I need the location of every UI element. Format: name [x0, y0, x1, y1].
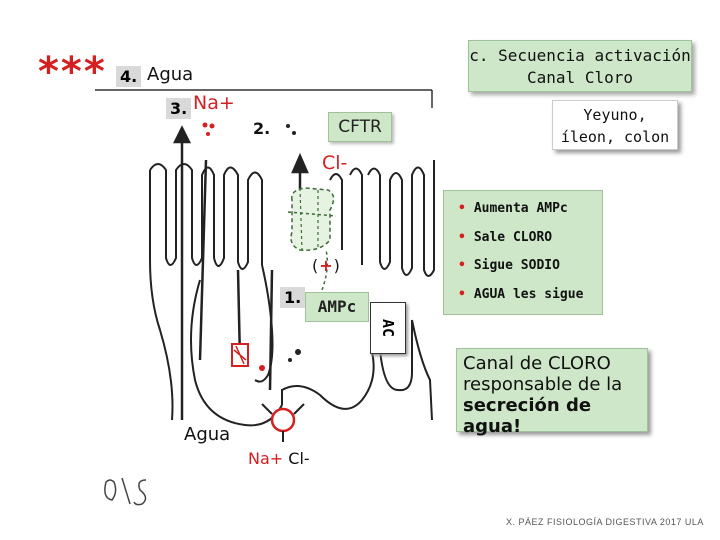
bullet-item: •AGUA les sigue: [458, 286, 584, 302]
cell-membranes: [149, 160, 435, 427]
step1-number: 1.: [280, 287, 306, 308]
bullet-item: •Sale CLORO: [458, 229, 553, 245]
bottom-cl-label: Cl-: [288, 449, 310, 468]
chloride-label: Cl-: [322, 152, 348, 174]
step3-ion-label: Na+: [193, 92, 235, 114]
cftr-channel-shape: [287, 187, 337, 252]
description-box: Canal de CLORO responsable de la secreci…: [456, 348, 648, 437]
slide-title-box: c. Secuencia activación Canal Cloro: [468, 40, 692, 92]
cftr-label: CFTR: [328, 112, 392, 142]
bullet-dot-icon: •: [458, 258, 466, 273]
bottom-water-label: Agua: [184, 424, 231, 445]
ac-label: AC: [379, 318, 397, 338]
importance-stars: ***: [38, 49, 107, 95]
description-line-1: Canal de CLORO: [463, 353, 611, 374]
bullet-item: •Sigue SODIO: [458, 258, 560, 273]
step4-number: 4.: [116, 66, 142, 87]
flow-arrows: [172, 125, 309, 420]
handwritten-mark-icon: [104, 477, 147, 506]
description-line-3: secreción de agua!: [463, 395, 592, 437]
title-line-2: Canal Cloro: [527, 68, 633, 87]
activation-open: (: [312, 256, 320, 275]
pump-icon: [231, 343, 249, 367]
activation-plus: +: [319, 256, 334, 275]
title-line-1: c. Secuencia activación: [469, 46, 691, 65]
location-box: Yeyuno, íleon, colon: [552, 100, 678, 150]
description-line-2: responsable de la: [463, 374, 623, 395]
bottom-ions-label: Na+ Cl-: [248, 449, 310, 468]
footer-credit: X. PÁEZ FISIOLOGÍA DIGESTIVA 2017 ULA: [506, 517, 704, 527]
activation-close: ): [333, 256, 341, 275]
step3-number: 3.: [166, 98, 192, 119]
step4-label: Agua: [147, 64, 194, 85]
ion-dots: [202, 122, 301, 371]
adenylate-cyclase-box: AC: [370, 302, 406, 354]
bottom-na-label: Na+: [248, 449, 284, 468]
location-line-2: íleon, colon: [560, 128, 670, 146]
bullet-dot-icon: •: [458, 286, 466, 302]
activation-sign: (+): [312, 256, 341, 275]
bullet-dot-icon: •: [458, 229, 466, 245]
sequence-bullet-list: •Aumenta AMPc •Sale CLORO •Sigue SODIO •…: [443, 190, 603, 315]
cotransporter-icon: [261, 403, 305, 442]
bullet-dot-icon: •: [458, 201, 466, 216]
step2-number: 2.: [253, 119, 271, 138]
ampc-label: AMPc: [305, 292, 369, 322]
location-line-1: Yeyuno,: [583, 106, 647, 124]
bullet-item: •Aumenta AMPc: [458, 201, 568, 216]
